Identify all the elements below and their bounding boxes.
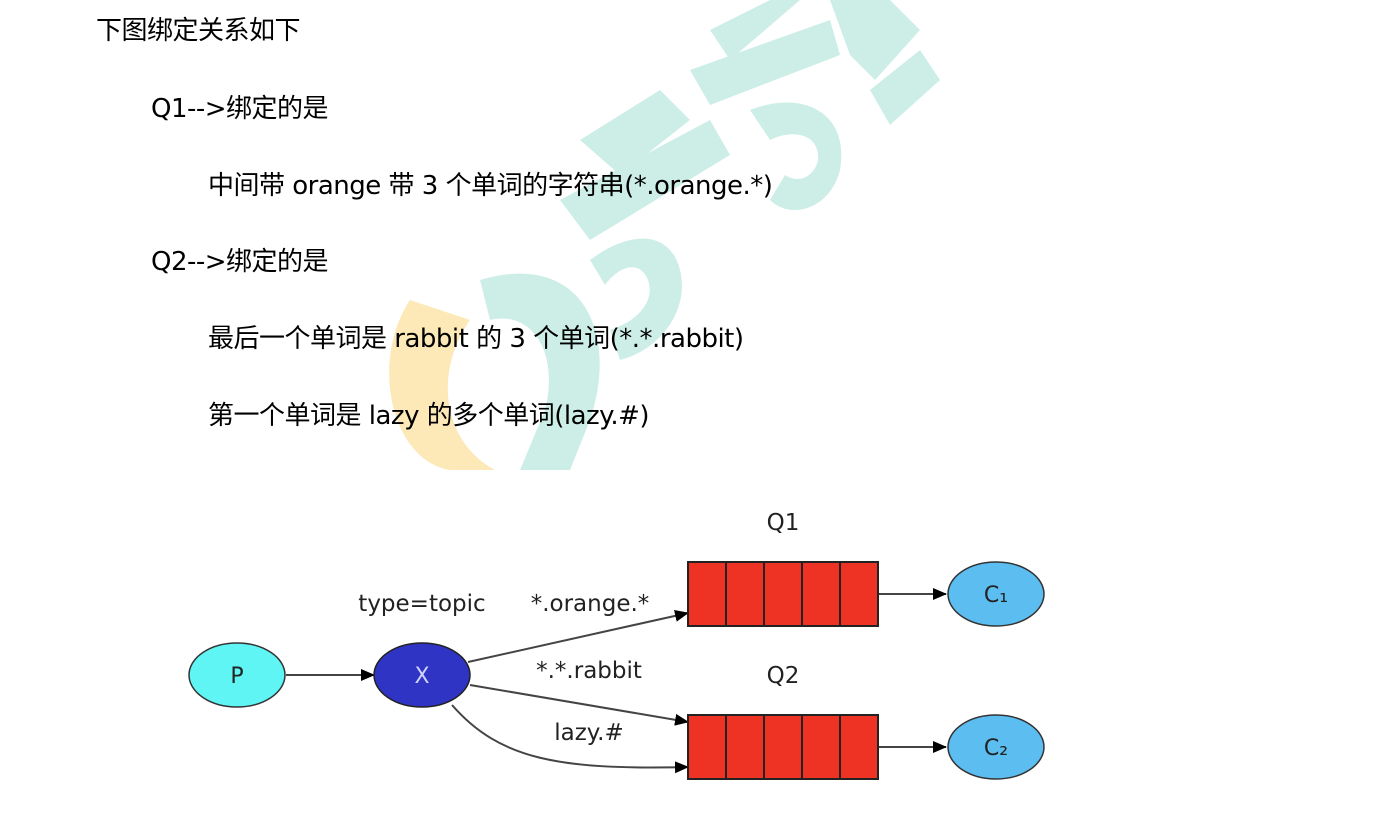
queue1-node (687, 561, 879, 627)
binding-lazy-label: lazy.# (554, 720, 623, 746)
q2-heading: Q2-->绑定的是 (151, 247, 329, 277)
exchange-node (373, 642, 471, 708)
consumer1-node (947, 561, 1045, 627)
exchange-label: X (414, 664, 429, 689)
queue2-node (687, 714, 879, 780)
queue1-label: Q1 (767, 510, 800, 536)
q2-binding-rule-lazy: 第一个单词是 lazy 的多个单词(lazy.#) (208, 401, 650, 431)
exchange-type-label: type=topic (358, 591, 485, 617)
consumer1-label: C₁ (984, 583, 1008, 608)
binding-orange-label: *.orange.* (531, 591, 650, 617)
q2-binding-rule-rabbit: 最后一个单词是 rabbit 的 3 个单词(*.*.rabbit) (208, 324, 744, 354)
producer-label: P (230, 664, 243, 689)
binding-rabbit-label: *.*.rabbit (536, 658, 642, 684)
q1-binding-rule: 中间带 orange 带 3 个单词的字符串(*.orange.*) (208, 171, 773, 201)
intro-text: 下图绑定关系如下 (96, 16, 301, 46)
queue2-label: Q2 (767, 663, 800, 689)
edge-x-to-q2-rabbit (469, 684, 689, 726)
edge-x-to-q2-lazy (451, 704, 689, 774)
edge-x-to-q1 (467, 609, 689, 663)
consumer2-label: C₂ (984, 736, 1008, 761)
consumer2-node (947, 714, 1045, 780)
q1-heading: Q1-->绑定的是 (151, 94, 329, 124)
producer-node (188, 642, 286, 708)
